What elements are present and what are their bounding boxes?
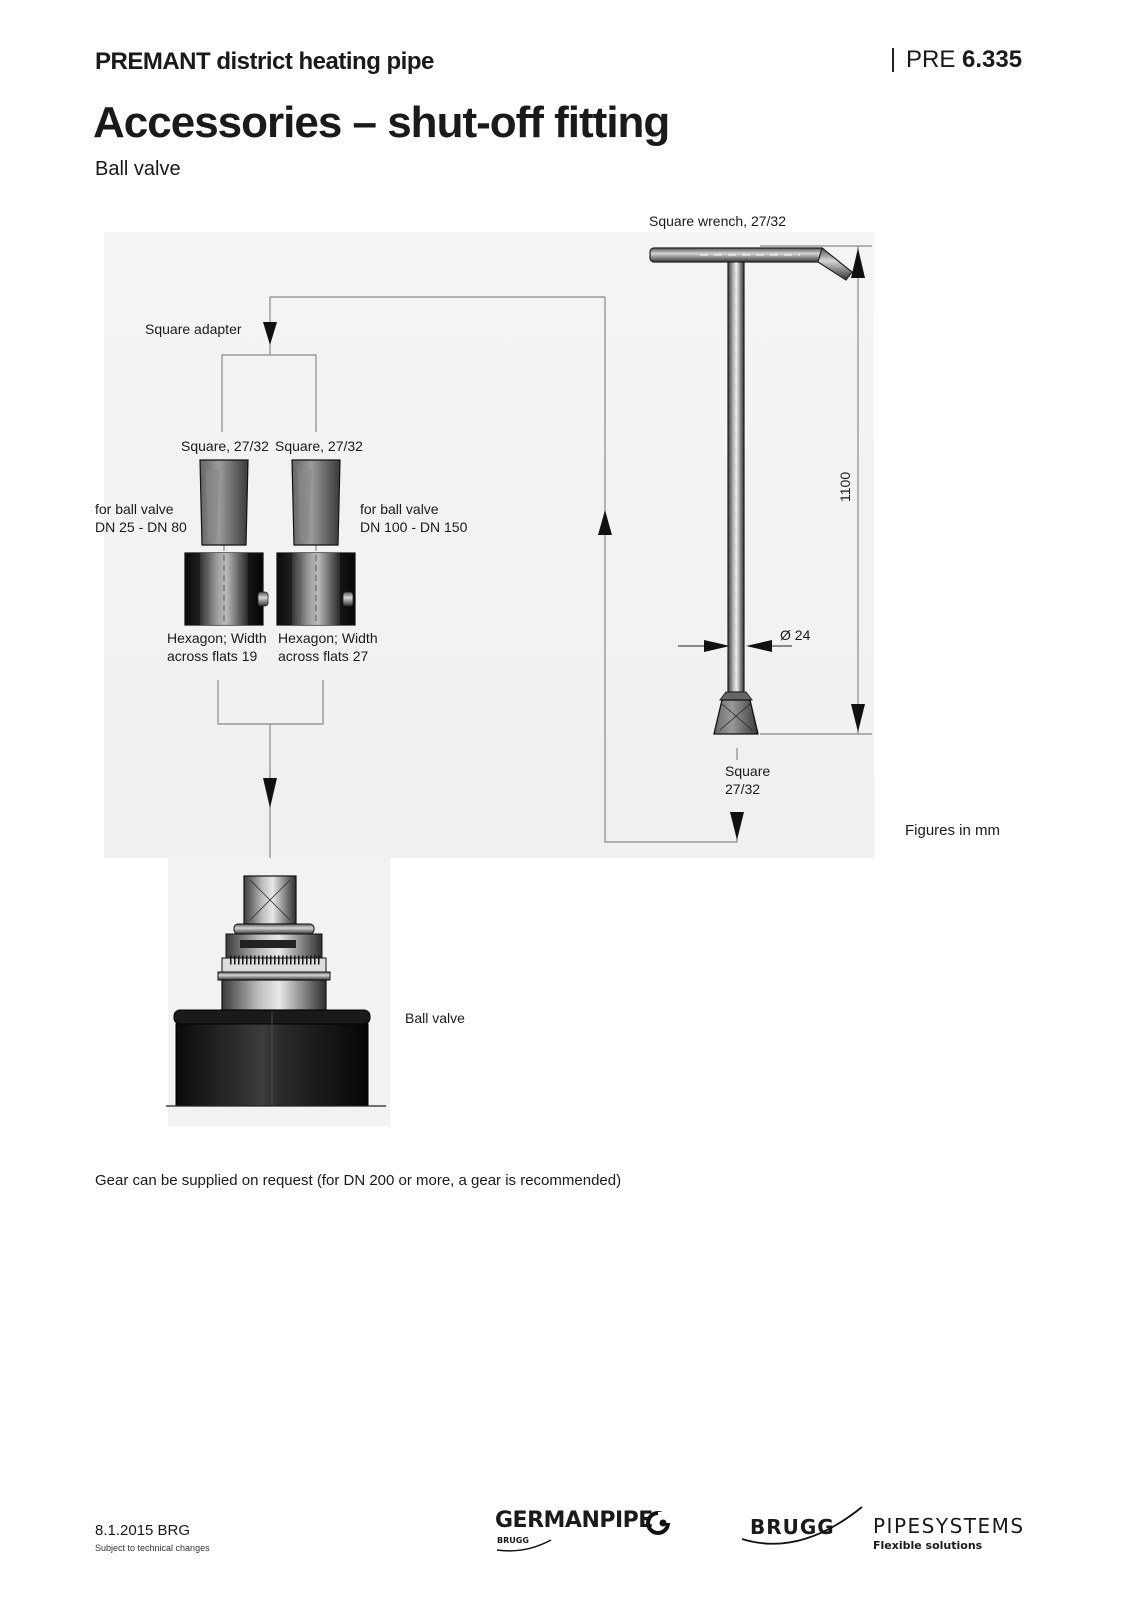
note-gear: Gear can be supplied on request (for DN …: [95, 1172, 622, 1189]
brugg-swoosh-icon: [741, 1506, 863, 1545]
label-for-left-line2: DN 25 - DN 80: [95, 519, 187, 535]
footer-date: 8.1.2015 BRG: [95, 1522, 191, 1539]
header-series-title: PREMANT district heating pipe: [95, 48, 434, 75]
arrow-down-wrench: [730, 812, 744, 840]
page-title: Accessories – shut-off fitting: [93, 98, 670, 147]
brugg-pipesystems-logo: BRUGG PIPESYSTEMS Flexible solutions: [740, 1505, 1040, 1555]
label-for-right-line2: DN 100 - DN 150: [360, 519, 468, 535]
document-code-number: 6.335: [962, 46, 1023, 73]
germanpipe-logo-sub: BRUGG: [497, 1536, 529, 1545]
pipesystems-logo-text: PIPESYSTEMS: [873, 1514, 1025, 1538]
label-square-right: Square, 27/32: [275, 438, 363, 454]
label-square-adapter: Square adapter: [145, 321, 242, 337]
adapter-right: [276, 459, 356, 626]
arrow-heads: [263, 248, 865, 840]
label-square-left: Square, 27/32: [181, 438, 269, 454]
label-figures-in-mm: Figures in mm: [905, 822, 1001, 839]
label-square-bottom-line1: Square: [725, 763, 771, 779]
label-square-bottom-line2: 27/32: [725, 781, 761, 797]
arrow-dim-bottom: [851, 704, 865, 732]
label-hex-left-line1: Hexagon; Width: [167, 630, 267, 646]
label-ball-valve: Ball valve: [405, 1010, 465, 1026]
label-square-wrench: Square wrench, 27/32: [649, 213, 786, 229]
brugg-tagline: Flexible solutions: [873, 1539, 983, 1552]
brugg-logo-text: BRUGG: [750, 1515, 835, 1539]
label-for-right-line1: for ball valve: [360, 501, 439, 517]
footer-changes: Subject to technical changes: [95, 1543, 210, 1553]
germanpipe-logo: GERMANPIPE BRUGG: [495, 1508, 675, 1558]
arrow-dia-left: [704, 640, 730, 652]
germanpipe-swirl-icon: [646, 1511, 670, 1535]
ball-valve: [166, 875, 386, 1107]
document-code-prefix: PRE: [906, 46, 956, 73]
arrow-dia-right: [746, 640, 772, 652]
germanpipe-swoosh-icon: [496, 1539, 552, 1552]
page-subtitle: Ball valve: [95, 158, 181, 180]
arrow-up-loop: [598, 510, 612, 535]
label-hex-left-line2: across flats 19: [167, 648, 258, 664]
arrow-down-adapter: [263, 322, 277, 345]
label-dim-diameter: Ø 24: [780, 627, 811, 643]
label-dim-length: 1100: [837, 471, 853, 502]
label-for-left-line1: for ball valve: [95, 501, 174, 517]
adapter-left: [184, 459, 269, 626]
label-hex-right-line1: Hexagon; Width: [278, 630, 378, 646]
germanpipe-logo-text: GERMANPIPE: [495, 1508, 653, 1533]
document-code: PRE 6.335: [892, 48, 1022, 72]
arrow-dim-top: [851, 248, 865, 278]
label-hex-right-line2: across flats 27: [278, 648, 369, 664]
arrow-down-valve: [263, 778, 277, 808]
square-wrench: [649, 246, 853, 735]
